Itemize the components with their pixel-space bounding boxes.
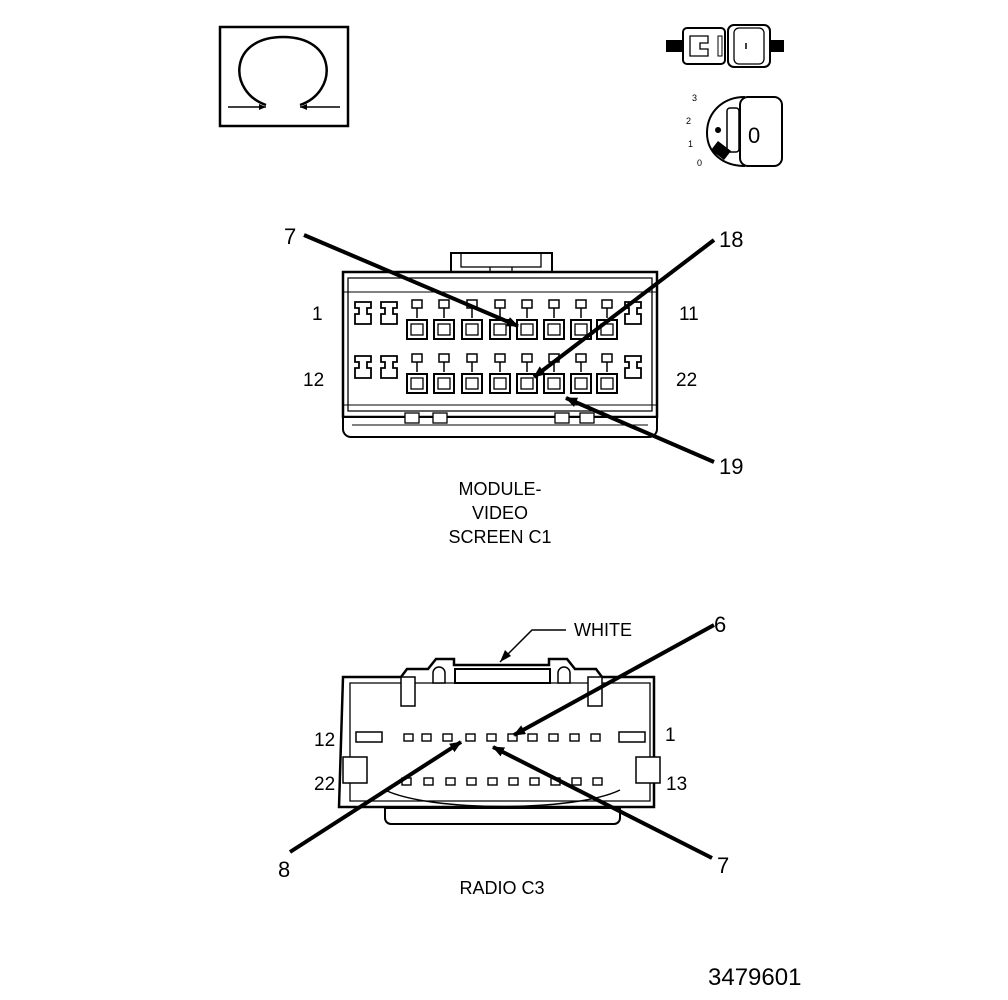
c3-pin-cavity	[618, 731, 646, 743]
c1-pin-cavity	[461, 353, 483, 394]
c1-pin-cavity	[570, 353, 592, 394]
c1-pin-cavity	[624, 301, 642, 325]
c3-pin-cavity	[445, 777, 456, 786]
c3-pin-cavity	[487, 777, 498, 786]
ignition-position-1: 1	[688, 139, 693, 149]
c1-caption-line-3: SCREEN C1	[448, 527, 551, 547]
c1-pin-cavity	[624, 355, 642, 379]
c1-pin-cavity	[433, 299, 455, 340]
c3-pin-cavity	[423, 777, 434, 786]
c3-pin-13-label: 13	[666, 774, 687, 795]
c3-pin-cavity	[465, 733, 476, 742]
c3-pin-22-label: 22	[314, 774, 335, 795]
c3-pin-cavity	[403, 733, 414, 742]
c1-callout-7: 7	[284, 224, 296, 249]
c3-callout-7: 7	[717, 853, 729, 878]
c3-pin-1-label: 1	[665, 725, 676, 746]
c3-pin-cavity	[569, 733, 580, 742]
c3-pin-cavity	[421, 733, 432, 742]
c1-pin-cavity	[433, 353, 455, 394]
c1-caption-line-1: MODULE-	[458, 479, 541, 499]
c1-pin-cavity	[461, 299, 483, 340]
c3-callout-7-arrow	[492, 745, 713, 860]
c3-color-label: WHITE	[574, 620, 632, 640]
c3-pin-cavity	[508, 777, 519, 786]
connector-unplugged-icon	[666, 24, 784, 68]
c3-pin-cavity	[486, 733, 497, 742]
c3-pin-cavities	[355, 731, 646, 786]
c1-pin-cavities	[354, 299, 642, 394]
ignition-position-2: 2	[686, 116, 691, 126]
c1-callout-7-arrow	[303, 233, 519, 328]
c1-pin-cavity	[543, 353, 565, 394]
c1-pin-12-label: 12	[303, 370, 324, 391]
figure-id: 3479601	[708, 964, 801, 991]
c1-pin-cavity	[406, 299, 428, 340]
c1-pin-cavity	[596, 353, 618, 394]
c3-callout-8-arrow	[288, 740, 463, 854]
c1-pin-cavity	[354, 355, 372, 379]
c1-pin-cavity	[380, 355, 398, 379]
c3-pin-cavity	[527, 733, 538, 742]
white-indicator-leader	[499, 629, 566, 663]
c3-pin-cavity	[592, 777, 603, 786]
c1-caption-line-2: VIDEO	[472, 503, 528, 523]
c1-pin-cavity	[354, 301, 372, 325]
c3-callout-6: 6	[714, 612, 726, 637]
ohm-symbol-icon	[218, 25, 350, 128]
c1-callout-18: 18	[719, 227, 743, 252]
ignition-position-3: 3	[692, 93, 697, 103]
c1-pin-1-label: 1	[312, 304, 323, 325]
c3-callout-6-arrow	[513, 623, 715, 737]
c3-pin-cavity	[548, 733, 559, 742]
c1-pin-cavity	[489, 353, 511, 394]
ignition-key-label: 0	[748, 123, 760, 148]
c1-pin-cavity	[516, 299, 538, 340]
c1-pin-22-label: 22	[676, 370, 697, 391]
c1-callout-19: 19	[719, 454, 743, 479]
c1-pin-cavity	[380, 301, 398, 325]
c1-pin-11-label: 11	[679, 304, 699, 325]
c3-pin-cavity	[507, 733, 518, 742]
c3-pin-cavity	[571, 777, 582, 786]
c3-callout-8: 8	[278, 857, 290, 882]
c1-pin-cavity	[406, 353, 428, 394]
c1-pin-cavity	[543, 299, 565, 340]
c3-pin-cavity	[355, 731, 383, 743]
c1-pin-cavity	[516, 353, 538, 394]
radio-c3-connector	[337, 657, 661, 825]
c3-pin-cavity	[590, 733, 601, 742]
c1-callout-19-arrow	[565, 396, 715, 464]
c3-pin-cavity	[466, 777, 477, 786]
c3-pin-12-label: 12	[314, 730, 335, 751]
c3-caption: RADIO C3	[459, 878, 544, 898]
c1-callout-18-arrow	[532, 238, 716, 379]
c3-pin-cavity	[442, 733, 453, 742]
module-video-screen-c1-connector	[341, 252, 659, 438]
ignition-position-0: 0	[697, 158, 702, 168]
ignition-off-icon: 3 2 1 0 0	[686, 93, 783, 168]
c3-pin-cavity	[529, 777, 540, 786]
c1-pin-cavity	[489, 299, 511, 340]
c1-pin-cavity	[570, 299, 592, 340]
